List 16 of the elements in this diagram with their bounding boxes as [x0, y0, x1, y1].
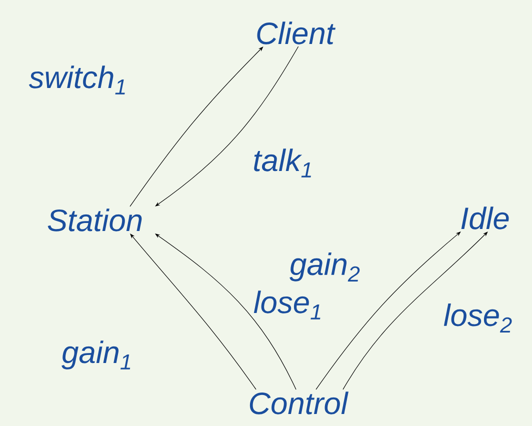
edge-label: lose$_{1}$: [254, 290, 320, 320]
edge-label: lose$_{2}$: [444, 304, 512, 332]
edge-label: gain$_{1}$: [62, 340, 130, 370]
arrow: [130, 46, 264, 207]
arrow: [316, 232, 461, 390]
state-label: Control: [250, 392, 348, 414]
arrow: [155, 234, 296, 390]
arrow: [130, 234, 256, 390]
edge-label: switch$_{1}$: [28, 66, 125, 94]
arrow: [155, 46, 299, 206]
edge-label: talk$_{1}$: [254, 148, 311, 178]
arrow: [342, 232, 488, 390]
state-label: Idle: [461, 206, 509, 230]
edge-label: gain$_{2}$: [290, 252, 360, 282]
state-label: Station: [48, 208, 142, 232]
state-label: Client: [257, 22, 336, 44]
